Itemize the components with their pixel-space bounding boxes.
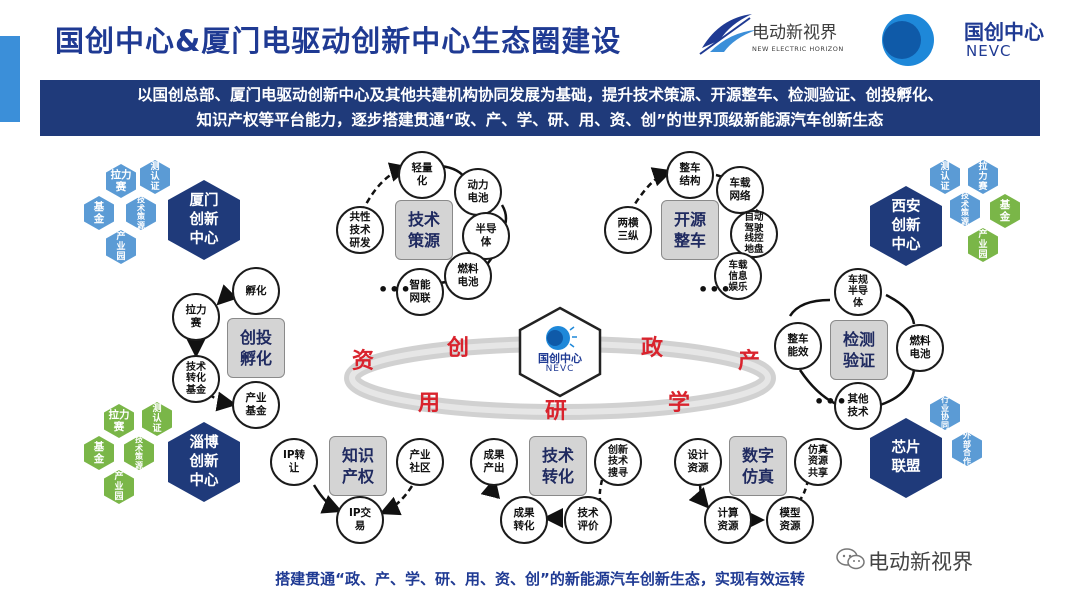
bubble-energy-eff: 整车 能效 (774, 322, 822, 370)
hex-xiamen-cert: 测 认 证 (140, 160, 170, 194)
bubble-model-res: 模型 资源 (766, 496, 814, 544)
left-accent-bar (0, 36, 20, 122)
bubble-fuel-cell-test: 燃料 电池 (896, 324, 944, 372)
hex-xiamen-park: 产 业 园 (106, 230, 136, 264)
bubble-output: 成果 产出 (470, 438, 518, 486)
hex-xian-fund: 基 金 (990, 194, 1020, 228)
bubble-compute-res: 计算 资源 (704, 496, 752, 544)
bubble-infotainment: 车载 信息 娱乐 (714, 252, 762, 300)
bubble-rally: 拉力 赛 (172, 293, 220, 341)
bubble-ip-transfer: IP转 让 (270, 438, 318, 486)
wechat-account: 电动新视界 (868, 550, 973, 574)
hex-xian-center: 西安 创新 中心 (870, 186, 942, 266)
ring-yong: 用 (418, 391, 441, 416)
bubble-autodrive: 自动 驾驶 线控 地盘 (730, 210, 778, 258)
hex-xian-park: 产 业 园 (968, 228, 998, 262)
electric-horizon-logo-icon (699, 14, 756, 55)
bubble-two-horiz: 两横 三纵 (604, 206, 652, 254)
more-dots: ••• (698, 280, 732, 299)
center-label-cn: 国创中心 (538, 352, 582, 365)
hex-zibo-policy: 技 术 策 源 (124, 435, 154, 470)
hex-chip-collab: 行 业 协 同 (930, 395, 960, 430)
more-dots: ••• (814, 392, 848, 411)
hex-xiamen-contest: 拉力 赛 (106, 164, 136, 198)
wechat-icon (836, 548, 865, 570)
bubble-tech-search: 创新 技术 搜寻 (594, 438, 642, 486)
hex-zibo-park: 产 业 园 (104, 470, 134, 504)
platform-testing: 检测 验证 (830, 320, 888, 380)
hex-zibo-center: 淄博 创新 中心 (168, 422, 240, 502)
hex-xian-cert: 测 认 证 (930, 160, 960, 194)
bubble-design-res: 设计 资源 (674, 438, 722, 486)
page-title: 国创中心&厦门电驱动创新中心生态圈建设 (55, 24, 622, 58)
ring-yan: 研 (545, 399, 568, 424)
bubble-fuel-cell: 燃料 电池 (444, 252, 492, 300)
banner-line-1: 以国创总部、厦门电驱动创新中心及其他共建机构协同发展为基础，提升技术策源、开源整… (136, 86, 943, 104)
bubble-convert: 成果 转化 (500, 496, 548, 544)
hex-xiamen-fund: 基 金 (84, 196, 114, 230)
bubble-transfer-fund: 技术 转化 基金 (172, 355, 220, 403)
logo-text: 电动新视界 (752, 23, 837, 43)
bubble-vehicle-network: 车载 网络 (716, 166, 764, 214)
bubble-incubation: 孵化 (232, 267, 280, 315)
hex-chip-external: 外 部 合 作 (952, 431, 982, 466)
nevc-logo-en: NEVC (966, 42, 1012, 60)
center-hexagon (518, 306, 602, 398)
hex-xiamen-policy: 技 术 策 源 (126, 195, 156, 230)
hex-zibo-cert: 测 认 证 (142, 402, 172, 436)
hex-xian-policy: 技 术 策 源 (950, 191, 980, 226)
platform-ip: 知识 产权 (329, 436, 387, 496)
platform-tech-transfer: 技术 转化 (529, 436, 587, 496)
bubble-power-battery: 动力 电池 (454, 168, 502, 216)
ring-xue: 学 (668, 391, 691, 416)
hex-xiamen-center: 厦门 创新 中心 (168, 180, 240, 260)
bubble-tech-eval: 技术 评价 (564, 496, 612, 544)
ring-zheng: 政 (641, 336, 664, 361)
ring-zi: 资 (352, 349, 375, 374)
bubble-other-tech: 其他 技术 (834, 382, 882, 430)
platform-tech-source: 技术 策源 (395, 200, 453, 260)
hex-chip-alliance: 芯片 联盟 (870, 418, 942, 498)
ring-chan: 产 (738, 349, 761, 374)
banner-line-2: 知识产权等平台能力，逐步搭建贯通“政、产、学、研、用、资、创”的世界顶级新能源汽… (196, 111, 884, 129)
bubble-ip-trade: IP交 易 (336, 496, 384, 544)
platform-digital: 数字 仿真 (729, 436, 787, 496)
footer-summary: 搭建贯通“政、产、学、研、用、资、创”的新能源汽车创新生态，实现有效运转 (275, 570, 805, 588)
logo-subtext: NEW ELECTRIC HORIZON (752, 45, 844, 53)
bubble-auto-semi: 车规 半导 体 (834, 268, 882, 316)
center-label-en: NEVC (545, 364, 575, 374)
bubble-sim-share: 仿真 资源 共享 (794, 438, 842, 486)
bubble-common-tech: 共性 技术 研发 (336, 206, 384, 254)
bubble-industry-fund: 产业 基金 (232, 381, 280, 429)
hex-zibo-contest: 拉力 赛 (104, 404, 134, 438)
bubble-vehicle-structure: 整车 结构 (666, 151, 714, 199)
bubble-connected: 智能 网联 (396, 268, 444, 316)
ring-chuang: 创 (447, 336, 470, 361)
more-dots: ••• (378, 280, 412, 299)
bubble-lightweight: 轻量 化 (398, 151, 446, 199)
bubble-industry-community: 产业 社区 (396, 438, 444, 486)
hex-xian-contest: 拉 力 赛 (968, 160, 998, 194)
platform-venture: 创投 孵化 (227, 318, 285, 378)
intro-banner: 以国创总部、厦门电驱动创新中心及其他共建机构协同发展为基础，提升技术策源、开源整… (40, 80, 1040, 136)
nevc-logo-cn: 国创中心 (964, 20, 1044, 44)
hex-zibo-fund: 基 金 (84, 436, 114, 470)
platform-open-vehicle: 开源 整车 (661, 200, 719, 260)
nevc-logo-icon (882, 11, 942, 66)
